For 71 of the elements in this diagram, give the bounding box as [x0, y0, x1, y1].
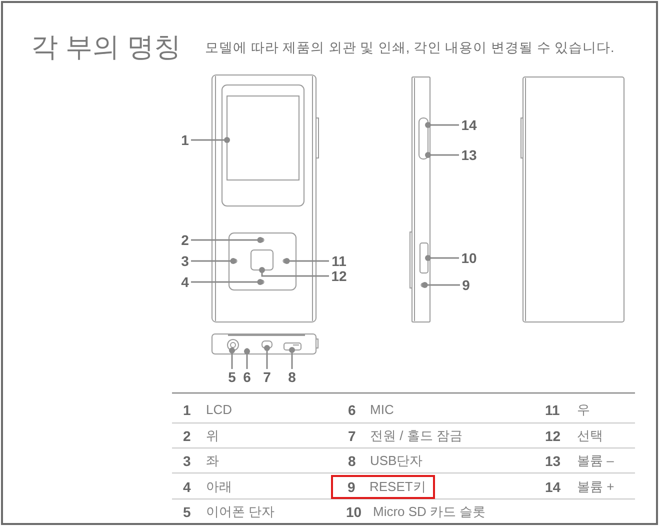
part-number: 7: [348, 428, 356, 444]
key-marker: [260, 238, 264, 242]
leader-line: [284, 258, 329, 264]
jack-socket: [227, 339, 239, 351]
part-name: 우: [577, 402, 590, 418]
note-text: 모델에 따라 제품의 외관 및 인쇄, 각인 내용이 변경될 수 있습니다.: [205, 40, 614, 56]
usb-port: [284, 342, 302, 350]
square-key: [250, 250, 274, 270]
part-number: 1: [183, 402, 191, 418]
part-name: 전원 / 홀드 잠금: [370, 428, 462, 444]
part-name: 위: [206, 428, 219, 444]
leader-line: [425, 122, 459, 128]
display-screen: [226, 96, 300, 180]
leader-line: [191, 237, 264, 243]
leader-line: [191, 258, 236, 264]
callout-number: 11: [329, 253, 349, 269]
callout-number: 10: [459, 250, 479, 266]
part-name: Micro SD 카드 슬롯: [373, 504, 486, 520]
slide-switch: [262, 340, 272, 348]
part-name: RESET키: [370, 478, 426, 494]
key-marker: [282, 258, 288, 264]
leader-line: [422, 282, 460, 288]
highlight-frame: [331, 475, 435, 499]
pinhole: [420, 282, 426, 288]
part-number: 9: [348, 478, 356, 494]
page-title: 각 부의 명칭: [31, 31, 182, 63]
leader-line: [425, 152, 459, 158]
callout-number: 3: [179, 253, 191, 269]
callout-number: 12: [329, 268, 349, 284]
leader-line: [244, 348, 250, 369]
leader-line: [191, 279, 264, 285]
part-number: 2: [183, 428, 191, 444]
callout-number: 7: [261, 369, 273, 385]
part-number: 5: [183, 504, 191, 520]
part-number: 10: [346, 504, 362, 520]
part-name: 아래: [206, 479, 232, 495]
part-number: 8: [348, 453, 356, 469]
callout-number: 8: [286, 369, 298, 385]
part-name: 볼륨 +: [577, 479, 614, 495]
callout-number: 5: [226, 369, 238, 385]
part-name: 좌: [206, 453, 219, 469]
callout-number: 9: [460, 277, 472, 293]
part-number: 6: [348, 402, 356, 418]
leader-line: [191, 137, 230, 143]
callout-number: 1: [179, 132, 191, 148]
leader-line: [264, 345, 270, 369]
part-name: 이어폰 단자: [206, 504, 275, 520]
part-number: 4: [183, 479, 191, 495]
part-number: 3: [183, 453, 191, 469]
part-name: LCD: [206, 402, 232, 418]
part-name: MIC: [370, 402, 394, 418]
leader-line: [289, 347, 295, 369]
leader-line: [259, 267, 329, 277]
part-number: 11: [545, 402, 560, 418]
callout-number: 4: [179, 274, 191, 290]
key-marker: [232, 258, 238, 264]
callout-number: 6: [241, 369, 253, 385]
part-name: 볼륨 –: [577, 453, 614, 469]
callout-number: 13: [459, 147, 479, 163]
part-number: 14: [545, 479, 561, 495]
part-number: 13: [545, 453, 561, 469]
callout-number: 2: [179, 232, 191, 248]
part-name: 선택: [577, 428, 603, 444]
key-marker: [260, 280, 264, 284]
leader-line: [229, 348, 235, 369]
leader-line: [425, 255, 459, 261]
callout-number: 14: [459, 117, 479, 133]
part-number: 12: [545, 428, 561, 444]
part-name: USB단자: [370, 453, 423, 469]
card-slot: [420, 242, 428, 274]
side-key: [418, 118, 428, 160]
